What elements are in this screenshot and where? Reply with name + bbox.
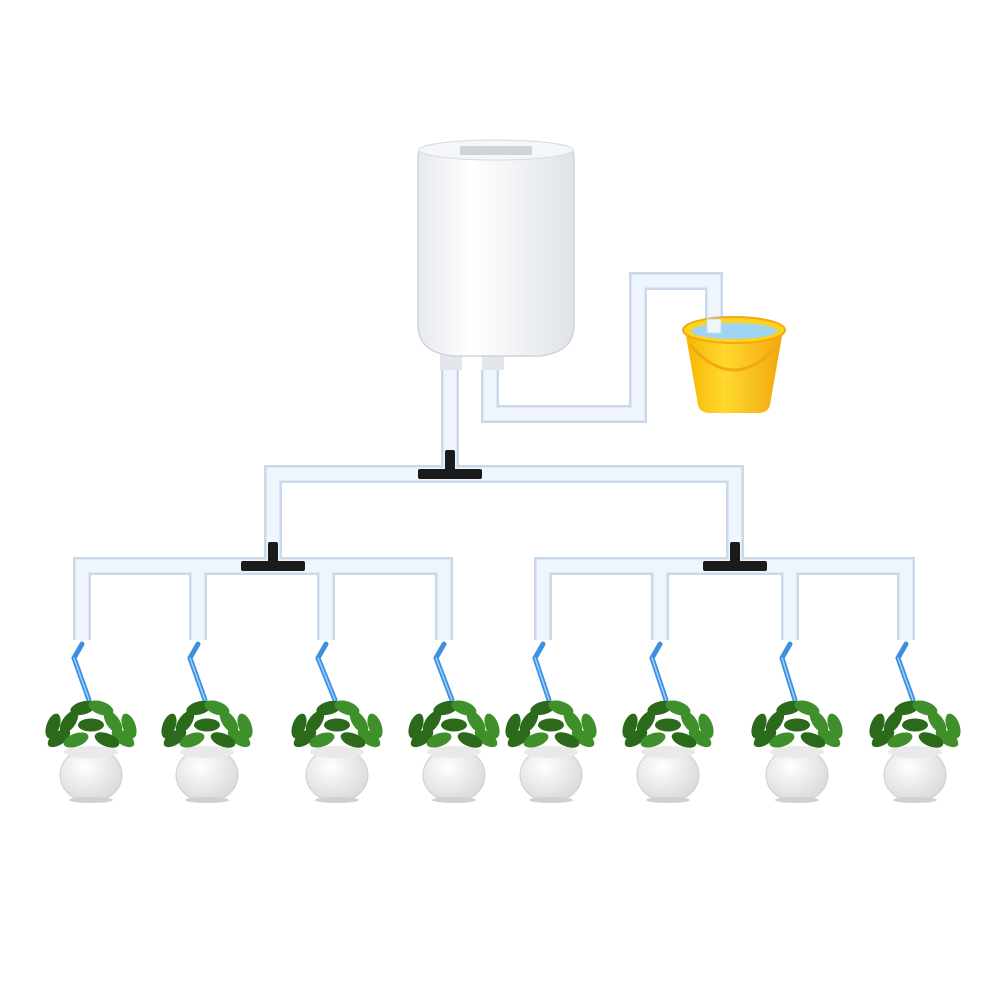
potted-plant-icon bbox=[869, 700, 961, 803]
tee-connector-icon bbox=[241, 542, 305, 571]
drip-nozzle-icon bbox=[71, 641, 92, 703]
potted-plant-icon bbox=[161, 700, 253, 803]
branches-layer bbox=[45, 450, 961, 803]
pump-display bbox=[460, 146, 532, 155]
drip-nozzle-icon bbox=[315, 641, 338, 703]
drip-nozzle-icon bbox=[433, 641, 455, 703]
drip-nozzle-icon bbox=[895, 641, 916, 703]
potted-plant-icon bbox=[408, 700, 500, 803]
potted-plant-icon bbox=[45, 700, 137, 803]
bucket-icon bbox=[682, 316, 786, 413]
inlet-tube bbox=[481, 272, 723, 423]
tee-connector-icon bbox=[703, 542, 767, 571]
drip-nozzle-icon bbox=[779, 641, 798, 703]
drip-nozzle-icon bbox=[532, 641, 552, 703]
drip-nozzle-icon bbox=[187, 641, 208, 703]
potted-plant-icon bbox=[291, 700, 383, 803]
drip-nozzle-icon bbox=[649, 641, 669, 703]
potted-plant-icon bbox=[505, 700, 597, 803]
potted-plant-icon bbox=[751, 700, 843, 803]
bucket-water bbox=[691, 323, 777, 339]
potted-plant-icon bbox=[622, 700, 714, 803]
water-pump-icon bbox=[417, 139, 575, 370]
tee-connector-icon bbox=[418, 450, 482, 479]
